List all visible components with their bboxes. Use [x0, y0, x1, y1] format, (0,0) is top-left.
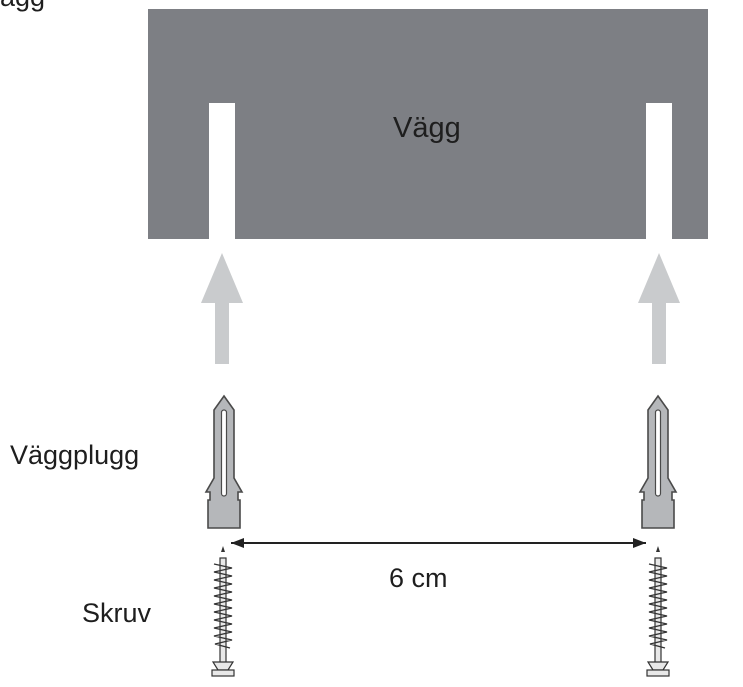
dimension-label: 6 cm — [389, 563, 448, 593]
screw-icon — [646, 545, 670, 677]
screw-icon — [211, 545, 235, 677]
wall-hole-left — [209, 103, 235, 239]
upward-arrow-icon — [201, 253, 243, 364]
dimension-line-icon — [231, 538, 646, 548]
wall-label: Vägg — [393, 112, 461, 144]
wall-plug-icon — [639, 395, 677, 529]
upward-arrow-icon — [638, 253, 680, 364]
wall — [148, 9, 708, 239]
screw-label: Skruv — [82, 598, 152, 628]
wall-hole-right — [646, 103, 672, 239]
corner-label-fragment: ägg — [0, 0, 45, 13]
wall-plug-icon — [205, 395, 243, 529]
wall-plug-label: Väggplugg — [10, 440, 140, 470]
